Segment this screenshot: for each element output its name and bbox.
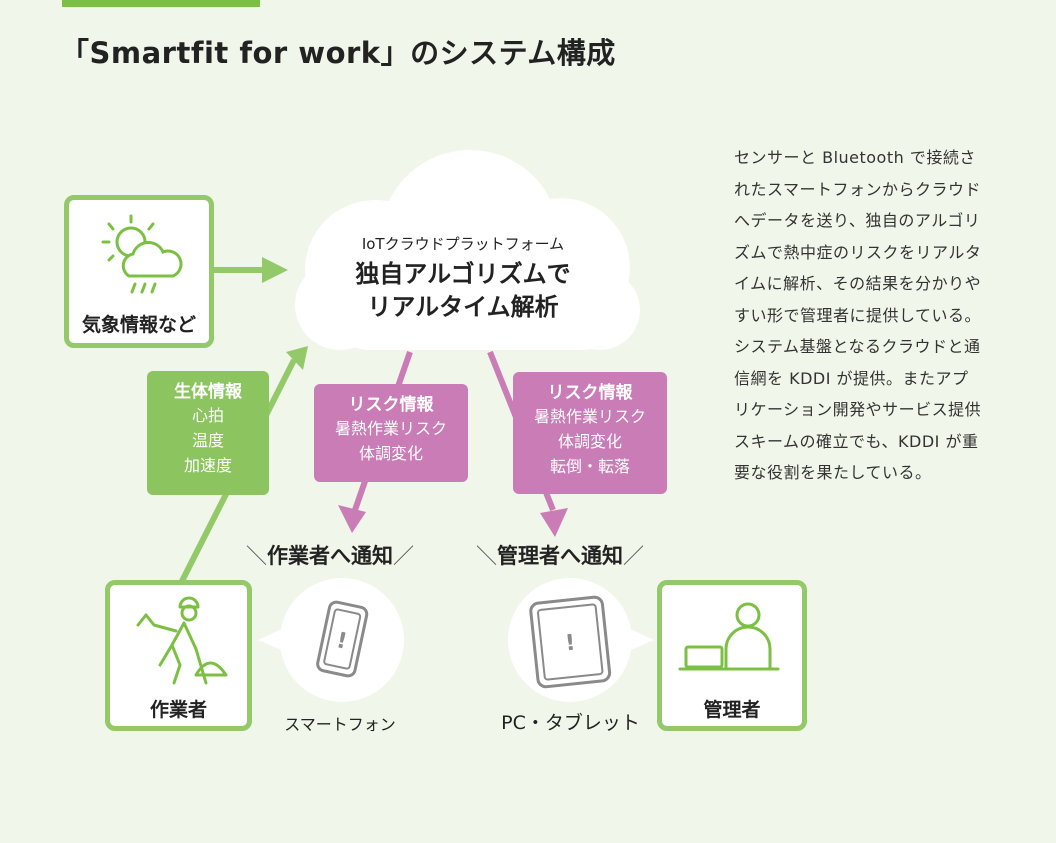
risk-info-item: 暑熱作業リスク: [334, 419, 447, 438]
bio-info-box: 生体情報 心拍 温度 加速度: [147, 371, 269, 495]
notify-worker-label: ＼作業者へ通知／: [246, 544, 414, 568]
cloud-main-line1: 独自アルゴリズムで: [355, 260, 571, 288]
manager-icon: [678, 602, 780, 671]
risk-info-title: リスク情報: [547, 383, 633, 403]
tablet-icon: !: [529, 595, 612, 689]
notify-worker-text: 作業者へ通知: [267, 544, 393, 568]
worker-icon: [136, 596, 228, 685]
risk-info-title: リスク情報: [348, 395, 434, 415]
manager-box: 管理者: [657, 580, 807, 731]
manager-label: 管理者: [703, 699, 761, 721]
risk-info-item: 体調変化: [557, 432, 622, 451]
notify-manager-text: 管理者へ通知: [497, 544, 623, 568]
worker-box: 作業者: [105, 580, 252, 731]
notify-manager-label: ＼管理者へ通知／: [476, 544, 644, 568]
bio-info-item: 加速度: [183, 456, 232, 475]
cloud-main-text: 独自アルゴリズムで リアルタイム解析: [298, 258, 628, 324]
smartphone-bubble: [258, 578, 404, 702]
tablet-bubble: [508, 578, 654, 702]
smartphone-icon: !: [316, 600, 369, 678]
bio-info-item: 心拍: [191, 406, 224, 425]
accent-bar: [62, 0, 260, 7]
weather-to-cloud-arrow: [214, 257, 288, 283]
risk-info-manager-box: リスク情報 暑熱作業リスク 体調変化 転倒・転落: [513, 372, 667, 494]
weather-label: 気象情報など: [81, 314, 196, 336]
page-title: 「Smartfit for work」のシステム構成: [60, 36, 616, 70]
risk-info-item: 暑熱作業リスク: [533, 407, 646, 426]
cloud-subtitle: IoTクラウドプラットフォーム: [361, 235, 565, 253]
risk-info-worker-box: リスク情報 暑熱作業リスク 体調変化: [314, 384, 468, 482]
weather-box: 気象情報など: [64, 195, 214, 348]
description-text: センサーと Bluetooth で接続されたスマートフォンからクラウドへデータを…: [734, 148, 982, 482]
smartphone-label: スマートフォン: [284, 715, 396, 734]
worker-label: 作業者: [149, 699, 207, 721]
cloud-main-line2: リアルタイム解析: [367, 293, 559, 321]
tablet-label: PC・タブレット: [501, 712, 640, 734]
bio-info-title: 生体情報: [174, 382, 242, 402]
bio-info-item: 温度: [191, 431, 224, 450]
weather-icon: [101, 214, 183, 294]
risk-info-item: 転倒・転落: [549, 457, 630, 476]
svg-text:!: !: [564, 631, 577, 657]
cloud-shape: [295, 150, 640, 350]
risk-info-item: 体調変化: [358, 444, 423, 463]
